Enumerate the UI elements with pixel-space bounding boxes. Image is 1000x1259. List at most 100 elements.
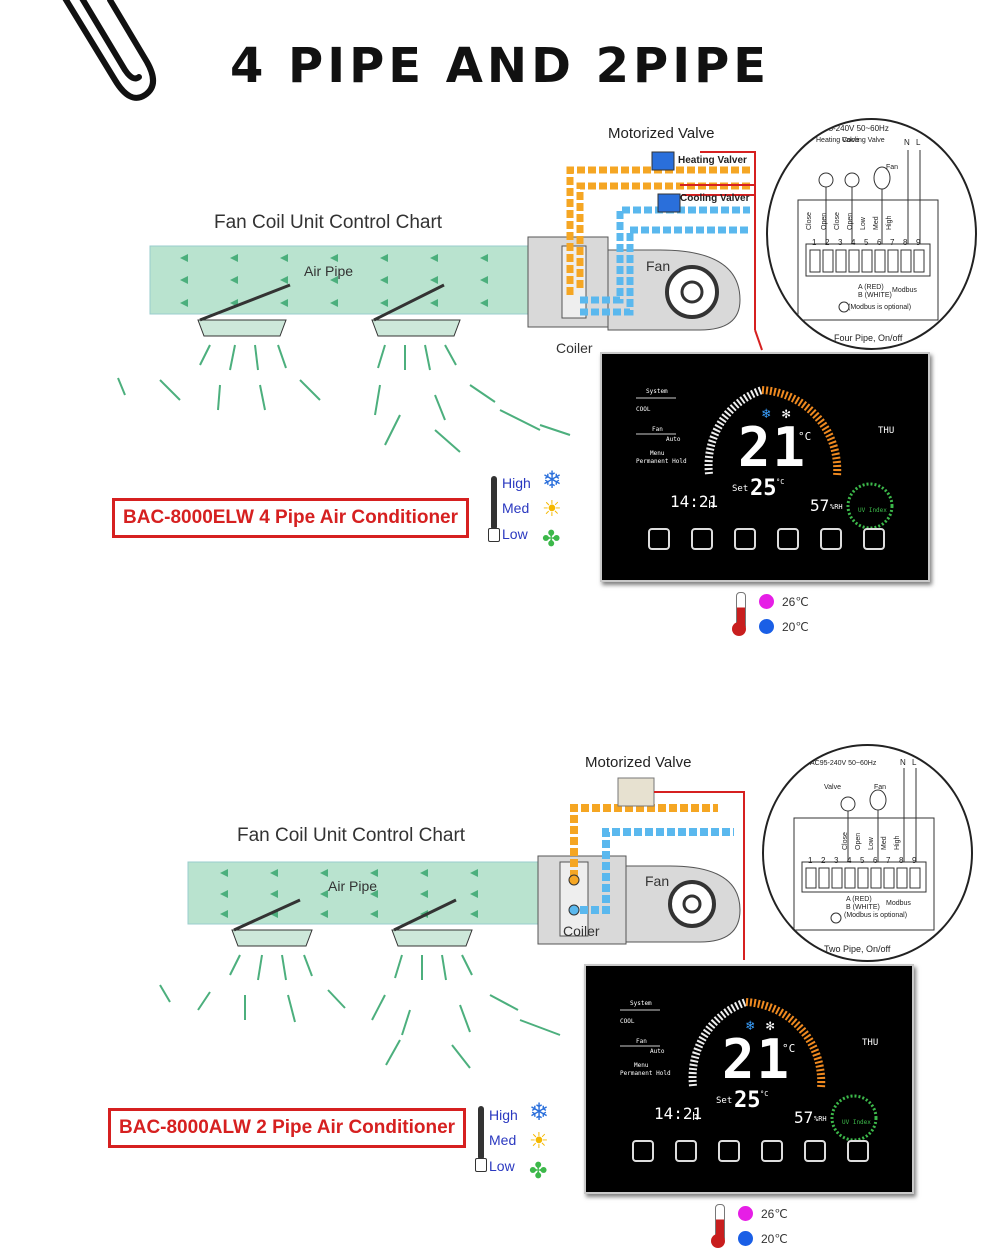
power-button-2[interactable] xyxy=(632,1140,654,1162)
legend-cold-dot-2 xyxy=(738,1231,753,1246)
speed-med-2: Med xyxy=(489,1132,517,1148)
menu-fan-2: Fan xyxy=(636,1038,647,1045)
terminal-number-2-1: 1 xyxy=(808,856,813,865)
speed-med: Med xyxy=(502,500,530,516)
thermometer-bulb-icon xyxy=(732,622,746,636)
menu-cool: COOL xyxy=(636,406,651,413)
set-temperature-unit: °C xyxy=(776,478,785,486)
modbus-note-2: (Modbus is optional) xyxy=(844,912,908,919)
menu-system-2: System xyxy=(630,1000,652,1007)
sun-icon: ☀ xyxy=(542,496,562,521)
fan-wiring-label-2: Fan xyxy=(874,784,887,791)
fan-coil-diagram xyxy=(117,151,763,453)
fan-mode-icon-2: ✻ xyxy=(766,1018,775,1034)
clock-time: 14:21 xyxy=(670,492,719,511)
power-button[interactable] xyxy=(648,528,670,550)
legend-hot-dot-2 xyxy=(738,1206,753,1221)
modbus-a-label: A (RED) xyxy=(858,284,884,291)
gauge-label: UV Index xyxy=(858,507,887,514)
fan-leaf-icon-2: ✤ xyxy=(529,1158,548,1183)
paperclip-icon xyxy=(62,0,156,101)
up-button-2[interactable] xyxy=(804,1140,826,1162)
speed-high: High xyxy=(502,475,531,491)
supply-label: AC95-240V 50~60Hz xyxy=(813,124,889,133)
legend-hot-label: 26℃ xyxy=(782,595,809,609)
menu-auto: Auto xyxy=(666,436,681,443)
cooling-valve-wiring-label: Cooling Valve xyxy=(842,137,885,144)
down-button[interactable] xyxy=(863,528,885,550)
set-temperature: 25 xyxy=(750,476,777,501)
mode-button[interactable] xyxy=(691,528,713,550)
section-4-pipe: Fan Coil Unit Control Chart Air Pipe Fan… xyxy=(112,118,977,636)
snowflake-icon-2: ❄ xyxy=(529,1099,550,1126)
snowflake-mode-icon-2: ❄ xyxy=(746,1018,755,1034)
speed-low-2: Low xyxy=(489,1158,515,1174)
terminal-n-label-2: N xyxy=(900,758,906,767)
menu-cool-2: COOL xyxy=(620,1018,635,1025)
product-label-2: BAC-8000ALW 2 Pipe Air Conditioner xyxy=(108,1108,467,1148)
set-label-2: Set xyxy=(716,1096,733,1106)
speed-high-2: High xyxy=(489,1107,518,1123)
humidity-value: 57 xyxy=(810,496,830,515)
up-button[interactable] xyxy=(820,528,842,550)
clock-time-2: 14:21 xyxy=(654,1104,703,1123)
terminal-number-2-2: 2 xyxy=(821,856,826,865)
temperature-unit-2: °C xyxy=(782,1042,796,1055)
thermostat-display[interactable]: System COOL Fan Auto Menu Permanent Hold… xyxy=(600,352,930,582)
day-label: THU xyxy=(878,426,895,436)
modbus-b-label-2: B (WHITE) xyxy=(846,904,880,911)
terminal-number-6: 6 xyxy=(877,238,882,247)
chart-title-2: Fan Coil Unit Control Chart xyxy=(237,825,466,846)
modbus-a-label-2: A (RED) xyxy=(846,896,872,903)
set-label: Set xyxy=(732,484,749,494)
temperature-unit: °C xyxy=(798,430,812,443)
terminal-name-2-1: Close xyxy=(842,832,849,850)
terminal-number-9: 9 xyxy=(916,238,921,247)
terminal-number-2-9: 9 xyxy=(912,856,917,865)
coiler-label: Coiler xyxy=(556,340,593,356)
speed-bar xyxy=(491,476,497,530)
terminal-number-2-3: 3 xyxy=(834,856,839,865)
humidity-value-2: 57 xyxy=(794,1108,814,1127)
legend-hot-dot xyxy=(759,594,774,609)
wiring-diagram-4-pipe: AC95-240V 50~60Hz Heating Valve Cooling … xyxy=(766,118,977,350)
thermostat-display-2[interactable]: System COOL Fan Auto Menu Permanent Hold… xyxy=(584,964,914,1194)
speed-bar-2 xyxy=(478,1106,484,1160)
menu-menu: Menu xyxy=(650,450,665,457)
modbus-b-label: B (WHITE) xyxy=(858,292,892,299)
terminal-number-2-4: 4 xyxy=(847,856,852,865)
legend-cold-dot xyxy=(759,619,774,634)
terminal-number-2-7: 7 xyxy=(886,856,891,865)
product-label: BAC-8000ELW 4 Pipe Air Conditioner xyxy=(112,498,470,538)
thermometer-bulb-icon-2 xyxy=(711,1234,725,1248)
fan-button-2[interactable] xyxy=(718,1140,740,1162)
fan-leaf-icon: ✤ xyxy=(542,526,561,551)
chart-title: Fan Coil Unit Control Chart xyxy=(214,212,443,233)
terminal-name-2-3: Low xyxy=(868,837,875,850)
clock-button[interactable] xyxy=(777,528,799,550)
fan-coil-diagram-2 xyxy=(159,777,745,1069)
terminal-name-2-4: Med xyxy=(881,836,888,850)
down-button-2[interactable] xyxy=(847,1140,869,1162)
menu-permanent-hold-2: Permanent Hold xyxy=(620,1070,671,1077)
terminal-number-2-5: 5 xyxy=(860,856,865,865)
wiring-diagram-2-pipe: AC95-240V 50~60Hz Valve Fan N L Close Op… xyxy=(762,744,973,962)
valve-wiring-label-2: Valve xyxy=(824,784,841,791)
mode-button-2[interactable] xyxy=(675,1140,697,1162)
fan-label: Fan xyxy=(646,258,671,274)
terminal-l-label: L xyxy=(916,138,921,147)
clock-suffix-2: h xyxy=(692,1110,699,1123)
fan-wiring-label: Fan xyxy=(886,164,899,171)
terminal-number-2: 2 xyxy=(825,238,830,247)
fan-button[interactable] xyxy=(734,528,756,550)
terminal-number-1: 1 xyxy=(812,238,817,247)
motorized-valve-label: Motorized Valve xyxy=(608,125,715,142)
clock-button-2[interactable] xyxy=(761,1140,783,1162)
terminal-number-2-6: 6 xyxy=(873,856,878,865)
motorized-valve-label-2: Motorized Valve xyxy=(585,754,692,771)
speed-low: Low xyxy=(502,526,528,542)
heating-valve-label: Heating Valver xyxy=(678,155,747,166)
gauge-label-2: UV Index xyxy=(842,1119,871,1126)
air-pipe-label-2: Air Pipe xyxy=(328,878,378,894)
